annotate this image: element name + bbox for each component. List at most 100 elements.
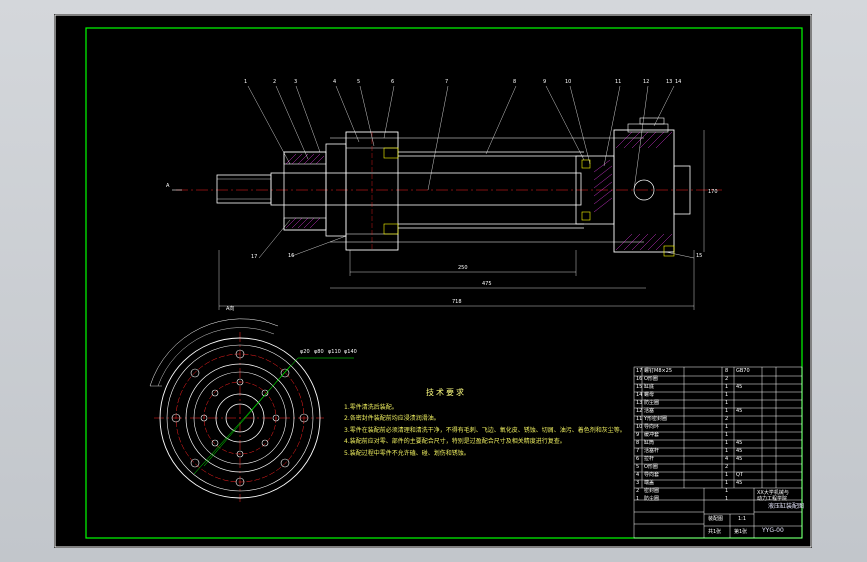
bom-cell-qty: 1: [725, 480, 729, 486]
bom-cell-no: 11: [636, 416, 643, 422]
bom-cell-note: 45: [736, 408, 743, 414]
bom-cell-qty: 2: [725, 416, 729, 422]
callout-14: 14: [675, 79, 682, 85]
bom-cell-name: 防尘圈: [644, 496, 660, 502]
bom-cell-qty: 1: [725, 440, 729, 446]
company-line-2: 动力工程学院: [757, 496, 788, 502]
bom-cell-no: 15: [636, 384, 643, 390]
callout-17: 17: [251, 254, 258, 260]
dim-flange-d3: φ110: [328, 349, 341, 355]
bom-cell-note: 45: [736, 456, 743, 462]
callout-9: 9: [543, 79, 547, 85]
outer-frame: [54, 14, 812, 548]
drawing-code: YYG-00: [762, 527, 784, 534]
callout-6: 6: [391, 79, 395, 85]
dim-right-height: 170: [708, 189, 718, 195]
callout-1: 1: [244, 79, 248, 85]
bom-cell-no: 1: [636, 496, 640, 502]
bom-cell-name: 缓冲套: [644, 432, 660, 438]
bom-cell-note: QT: [736, 472, 743, 478]
bom-cell-note: GB70: [736, 368, 750, 374]
tech-req-4: 4.装配前应对零、部件的主要配合尺寸，特别是过盈配合尺寸及相关精度进行复查。: [344, 438, 566, 446]
bom-cell-no: 7: [636, 448, 640, 454]
section-label: A向: [226, 306, 235, 312]
bom-cell-no: 13: [636, 400, 643, 406]
dim-overall-length: 718: [452, 299, 462, 305]
bom-cell-note: 45: [736, 384, 743, 390]
bom-cell-qty: 1: [725, 424, 729, 430]
bom-cell-no: 5: [636, 464, 640, 470]
bom-cell-no: 16: [636, 376, 643, 382]
callout-13: 13: [666, 79, 673, 85]
sheet-count: 共1张: [708, 529, 722, 535]
callout-8: 8: [513, 79, 517, 85]
callout-10: 10: [565, 79, 572, 85]
bom-cell-qty: 1: [725, 400, 729, 406]
flange-view: [149, 318, 354, 502]
bom-cell-name: 防尘圈: [644, 400, 660, 406]
drawing-name: 液压缸装配图: [768, 503, 805, 510]
bom-cell-qty: 1: [725, 408, 729, 414]
bom-cell-name: O形圈: [644, 464, 658, 470]
bom-cell-note: 45: [736, 448, 743, 454]
tech-requirements-title: 技术要求: [426, 388, 466, 397]
inner-frame: [85, 27, 803, 539]
view-marker-a: A: [166, 183, 170, 189]
bom-cell-no: 12: [636, 408, 643, 414]
dim-flange-d2: φ80: [314, 349, 324, 355]
drawing-canvas: [54, 14, 812, 548]
tech-req-5: 5.装配过程中零件不允许磕、碰、划伤和锈蚀。: [344, 449, 470, 457]
callout-3: 3: [294, 79, 298, 85]
tech-req-2: 2.各密封件装配前均应浸渍润滑油。: [344, 415, 440, 423]
callout-11: 11: [615, 79, 622, 85]
bom-cell-name: O形圈: [644, 376, 658, 382]
bom-cell-name: 活塞: [644, 408, 655, 414]
callout-16: 16: [288, 253, 295, 259]
dim-flange-d4: φ140: [344, 349, 357, 355]
bom-cell-no: 6: [636, 456, 640, 462]
sheet-number: 第1张: [734, 529, 748, 535]
bom-cell-qty: 1: [725, 432, 729, 438]
bom-cell-qty: 1: [725, 472, 729, 478]
dim-stroke: 250: [458, 265, 468, 271]
bom-cell-qty: 8: [725, 368, 729, 374]
bom-cell-name: 螺钉M8×25: [644, 368, 673, 374]
bom-cell-name: 活塞杆: [644, 448, 660, 454]
bom-cell-qty: 2: [725, 376, 729, 382]
bom-cell-name: 密封圈: [644, 488, 660, 494]
bom-cell-note: 45: [736, 440, 743, 446]
bom-cell-note: 45: [736, 480, 743, 486]
bom-cell-qty: 1: [725, 496, 729, 502]
callout-12: 12: [643, 79, 650, 85]
section-view: [172, 85, 722, 310]
drawing-sheet: 1 2 3 4 5 6 7 8 9 10 11 12 13 14 15 16 1…: [54, 14, 812, 548]
bom-cell-name: 拉杆: [644, 456, 655, 462]
bom-cell-qty: 1: [725, 392, 729, 398]
bom-cell-qty: 2: [725, 464, 729, 470]
bom-cell-name: 导向环: [644, 424, 660, 430]
bom-cell-no: 9: [636, 432, 640, 438]
material-note: 装配图: [708, 516, 724, 522]
bom-cell-name: Y形密封圈: [644, 416, 668, 422]
tech-requirements-list: 1.零件清洗后装配。 2.各密封件装配前均应浸渍润滑油。 3.零件在装配前必须清…: [344, 402, 626, 459]
callout-7: 7: [445, 79, 449, 85]
bom-cell-qty: 4: [725, 456, 729, 462]
bom-cell-name: 导向套: [644, 472, 660, 478]
drawing-scale: 1:1: [738, 516, 747, 522]
bom-cell-no: 17: [636, 368, 643, 374]
bom-cell-qty: 1: [725, 488, 729, 494]
bom-cell-name: 缸筒: [644, 440, 655, 446]
bom-cell-no: 3: [636, 480, 640, 486]
callout-4: 4: [333, 79, 337, 85]
bom-cell-qty: 1: [725, 448, 729, 454]
title-block: [633, 366, 803, 539]
bom-cell-no: 10: [636, 424, 643, 430]
company-line-1: XX大学机械与: [757, 490, 789, 496]
bom-cell-no: 14: [636, 392, 643, 398]
bom-cell-no: 8: [636, 440, 640, 446]
dim-mid-length: 475: [482, 281, 492, 287]
callout-5: 5: [357, 79, 361, 85]
bom-cell-no: 2: [636, 488, 640, 494]
bom-cell-qty: 1: [725, 384, 729, 390]
